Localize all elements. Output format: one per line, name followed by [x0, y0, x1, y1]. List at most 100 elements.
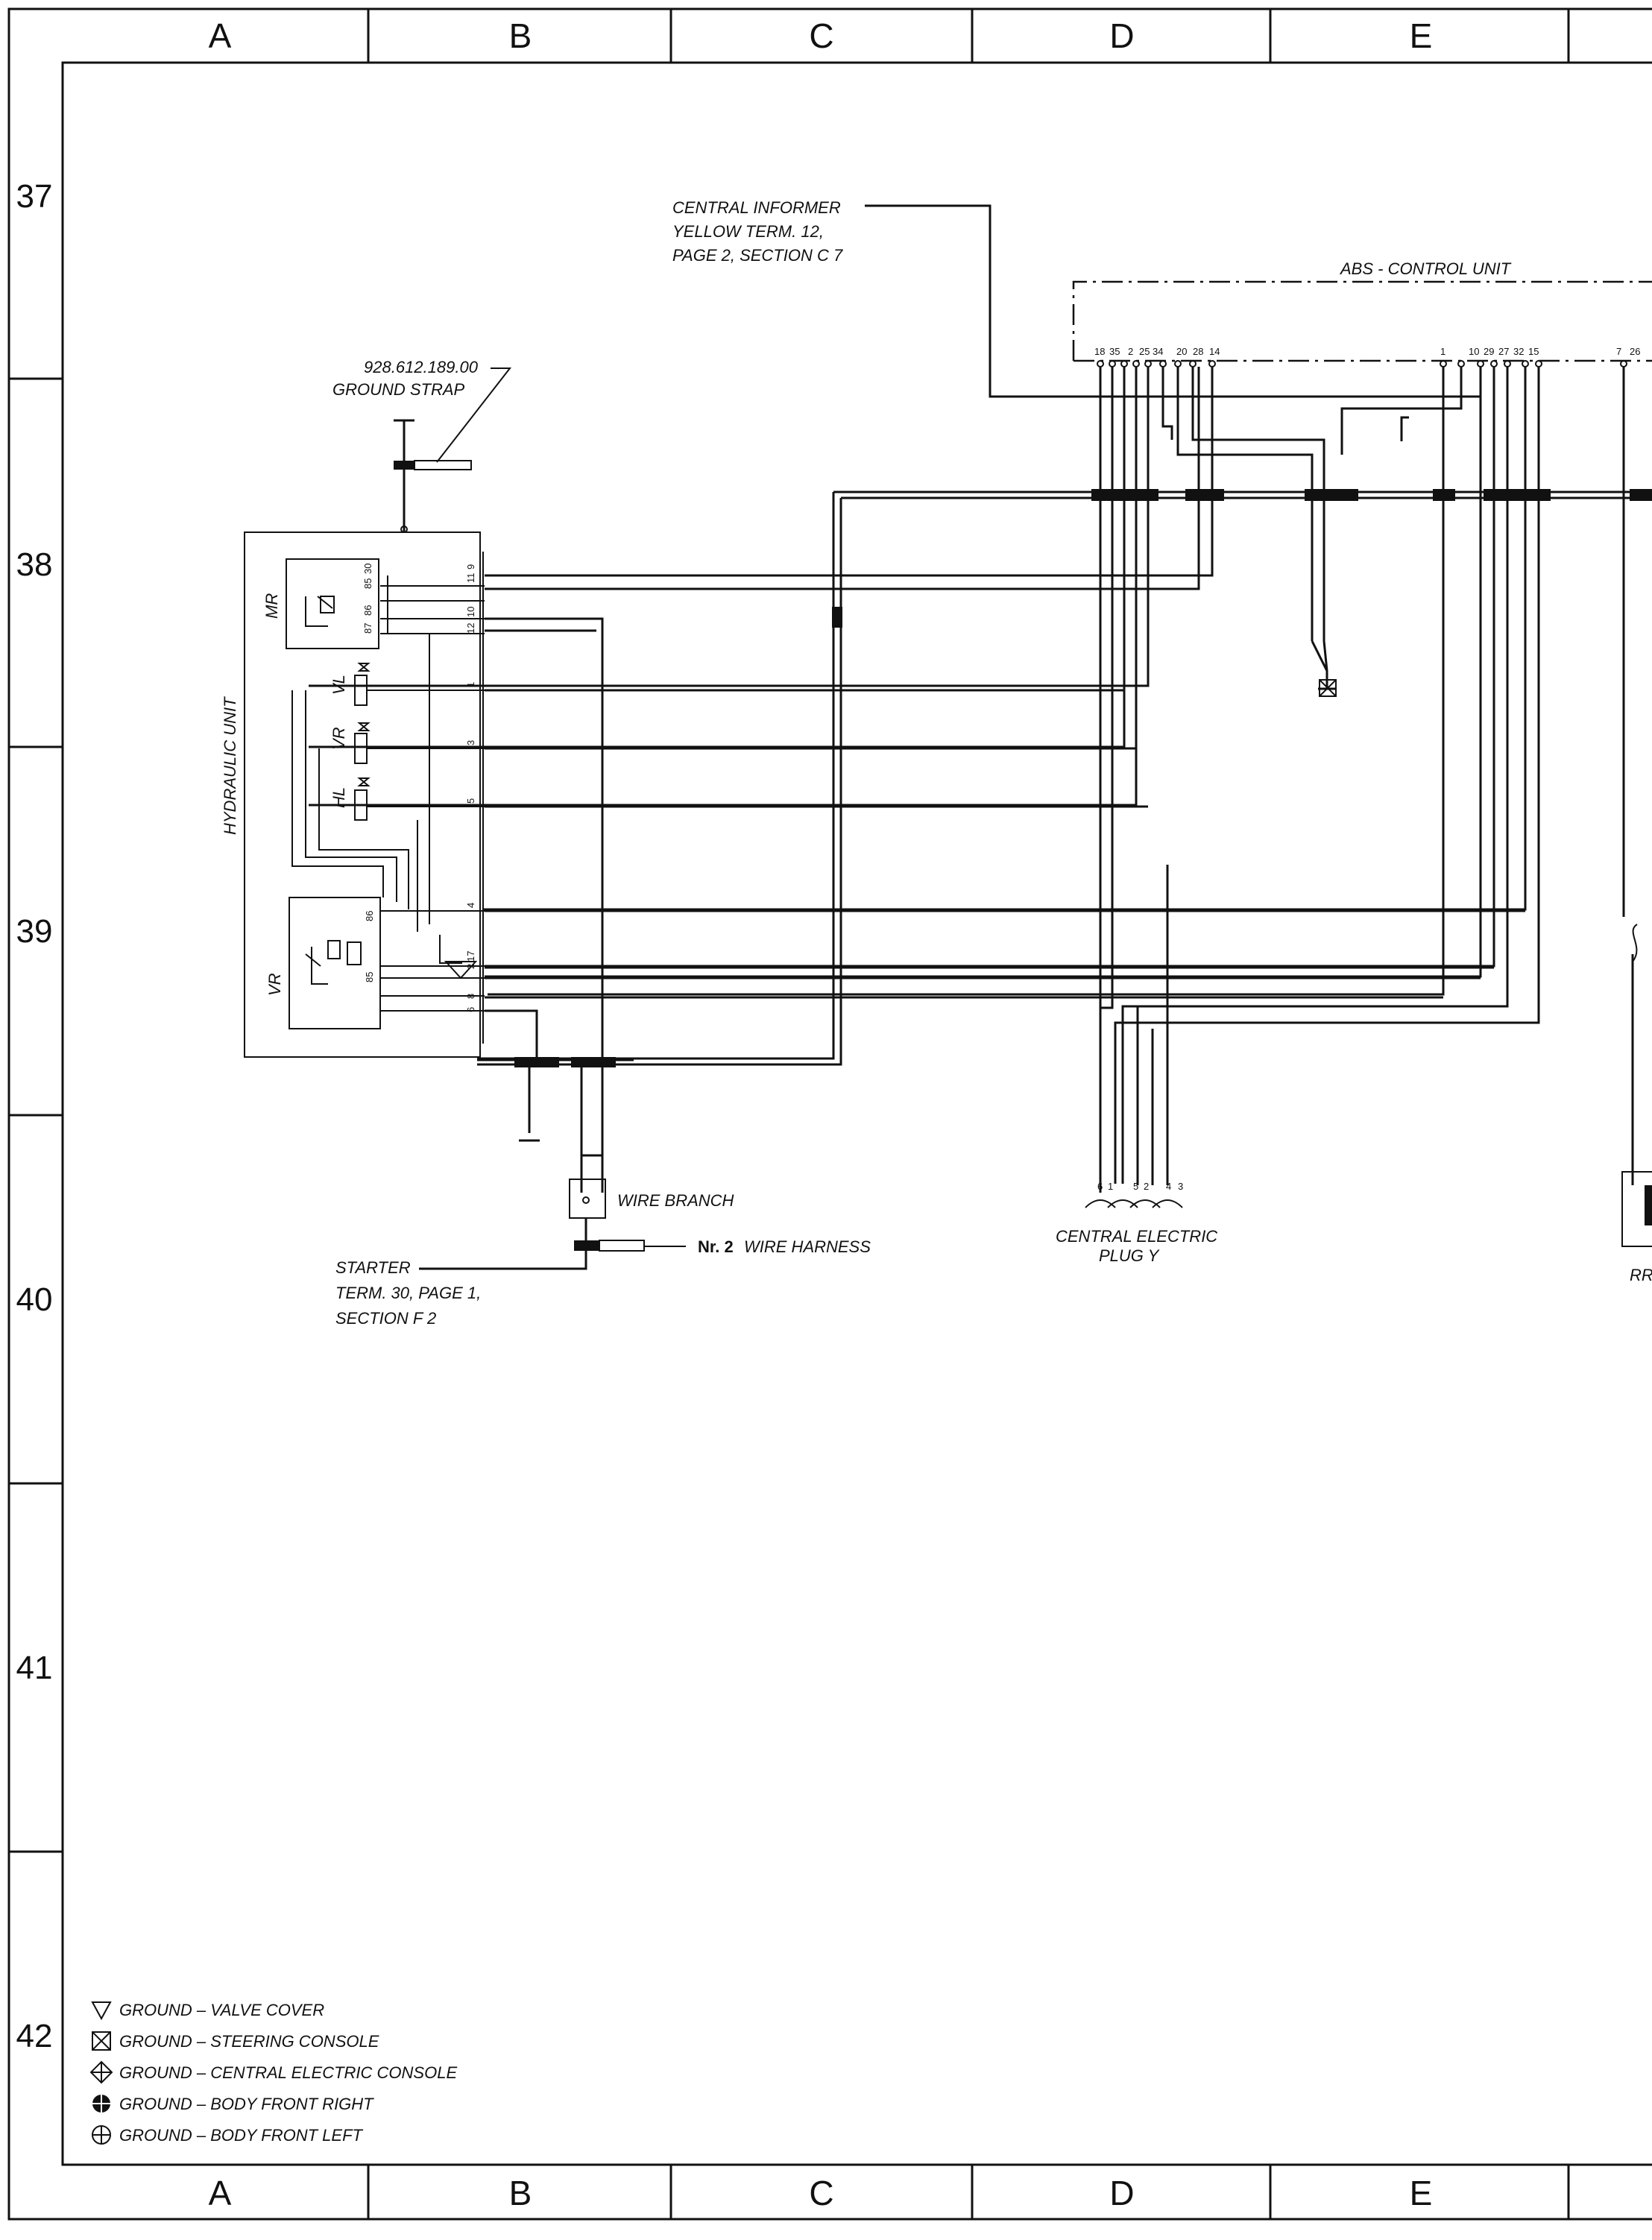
central-electric-plug-label-1: CENTRAL ELECTRIC [1056, 1227, 1217, 1246]
abs-control-unit: ABS - CONTROL UNIT 18 35 2 25 34 20 28 1… [1072, 259, 1652, 367]
abs-pin-label: 32 [1513, 346, 1524, 357]
col-label-b: B [509, 16, 532, 55]
central-informer: CENTRAL INFORMER YELLOW TERM. 12, PAGE 2… [672, 198, 1482, 398]
abs-pin-label: 1 [1440, 346, 1446, 357]
starter-label-2: TERM. 30, PAGE 1, [335, 1284, 481, 1302]
rr-label: RR [1630, 1266, 1652, 1284]
hydraulic-pin-label: 3 [465, 740, 476, 745]
star-circle-icon [92, 2095, 110, 2113]
wire-branch-label: WIRE BRANCH [617, 1191, 734, 1210]
hydraulic-output-wires [485, 574, 1525, 1157]
starter: STARTER TERM. 30, PAGE 1, SECTION F 2 [335, 1258, 481, 1328]
hydraulic-pin-label: 17 [465, 951, 476, 962]
hydraulic-pin-label: 10 [465, 607, 476, 617]
abs-pin-label: 34 [1153, 346, 1163, 357]
row-label-38: 38 [16, 546, 53, 583]
plug-pin-label: 5 [1133, 1181, 1138, 1192]
plug-pin-label: 6 [1097, 1181, 1103, 1192]
abs-pin-label: 27 [1498, 346, 1509, 357]
abs-pin-label: 25 [1139, 346, 1150, 357]
central-electric-plug-label-2: PLUG Y [1099, 1246, 1160, 1265]
col-label-b-bottom: B [509, 2174, 532, 2212]
ground-strap-part-number: 928.612.189.00 [364, 358, 479, 376]
abs-pin-label: 26 [1630, 346, 1640, 357]
vr-pin-label: 86 [364, 911, 375, 921]
vr-relay-label: VR [265, 973, 284, 996]
vr-pin-label: 85 [364, 972, 375, 982]
legend-text: GROUND – BODY FRONT LEFT [119, 2126, 364, 2145]
abs-control-unit-label: ABS - CONTROL UNIT [1339, 259, 1512, 278]
lower-branch: WIRE BRANCH Nr. 2 WIRE HARNESS [419, 1057, 871, 1270]
starter-label-1: STARTER [335, 1258, 411, 1277]
steering-console-ground-icon [1319, 679, 1337, 697]
mr-pin-label: 86 [362, 605, 373, 616]
col-label-d-bottom: D [1109, 2174, 1134, 2212]
hydraulic-pin-label: 6 [465, 1007, 476, 1012]
valve-vr-label: VR [330, 727, 348, 750]
legend-text: GROUND – STEERING CONSOLE [119, 2032, 379, 2051]
hydraulic-pin-label: 11 [465, 573, 476, 584]
abs-pin-label: 28 [1193, 346, 1203, 357]
valve-hl-label: HL [330, 787, 348, 808]
ground-strap-label: GROUND STRAP [332, 380, 465, 399]
legend-text: GROUND – CENTRAL ELECTRIC CONSOLE [119, 2063, 457, 2082]
legend-text: GROUND – BODY FRONT RIGHT [119, 2095, 374, 2113]
central-informer-label-3: PAGE 2, SECTION C 7 [672, 246, 843, 265]
valve-vl-label: VL [330, 675, 348, 695]
abs-wire-drops [309, 367, 1337, 1184]
abs-pin-label: 2 [1128, 346, 1133, 357]
circle-plus-icon [92, 2125, 111, 2145]
hydraulic-pin-label: 8 [465, 994, 476, 999]
ground-strap: 928.612.189.00 GROUND STRAP [332, 358, 512, 533]
row-labels: 37 38 39 40 41 42 [16, 178, 53, 2054]
ground-legend: GROUND – VALVE COVER GROUND – STEERING C… [89, 2001, 457, 2145]
abs-pin-label: 10 [1469, 346, 1479, 357]
abs-pin-label: 20 [1176, 346, 1187, 357]
row-label-40: 40 [16, 1281, 53, 1318]
column-labels-top: A B C D E [209, 16, 1433, 55]
abs-pin-label: 14 [1209, 346, 1220, 357]
triangle-icon [91, 2001, 112, 2021]
plug-pin-label: 4 [1166, 1181, 1171, 1192]
drawing-frame [7, 7, 1652, 2221]
mr-relay-label: MR [262, 593, 281, 619]
hydraulic-unit-label: HYDRAULIC UNIT [221, 696, 239, 835]
col-label-a-bottom: A [209, 2174, 232, 2212]
hydraulic-pin-label: 4 [465, 903, 476, 908]
mr-pin-label: 30 [362, 564, 373, 574]
legend-item-steering-console: GROUND – STEERING CONSOLE [92, 2031, 379, 2051]
row-label-39: 39 [16, 913, 53, 950]
col-label-d: D [1109, 16, 1134, 55]
hydraulic-pin-label: 9 [465, 564, 476, 570]
hydraulic-pin-label: 1 [465, 682, 476, 687]
hydraulic-pin-label: 2 [465, 964, 476, 969]
central-electric-plug-y: 6 1 5 2 4 3 CENTRAL ELECTRIC PLUG Y [1056, 865, 1217, 1265]
mr-pin-label: 87 [362, 623, 373, 634]
plug-pin-label: 1 [1108, 1181, 1113, 1192]
plug-pin-label: 2 [1144, 1181, 1149, 1192]
hydraulic-pin-label: 12 [465, 623, 476, 634]
abs-pin-label: 29 [1484, 346, 1494, 357]
col-label-e: E [1410, 16, 1433, 55]
abs-pin-label: 35 [1109, 346, 1120, 357]
hydraulic-pin-label: 5 [465, 798, 476, 804]
row-label-41: 41 [16, 1650, 53, 1686]
hydraulic-unit: HYDRAULIC UNIT MR 85 30 87 86 VL VR HL V… [221, 531, 485, 1058]
wire-harness-number: Nr. 2 [698, 1237, 734, 1256]
diamond-cross-icon [89, 2060, 113, 2084]
row-label-42: 42 [16, 2018, 53, 2054]
abs-pin-label: 15 [1528, 346, 1539, 357]
abs-pin-label: 18 [1094, 346, 1105, 357]
column-labels-bottom: A B C D E [209, 2174, 1433, 2212]
col-label-a: A [209, 16, 232, 55]
abs-pin-label: 7 [1616, 346, 1621, 357]
mr-pin-label: 85 [362, 578, 373, 589]
central-informer-label-2: YELLOW TERM. 12, [672, 222, 824, 241]
central-informer-label-1: CENTRAL INFORMER [672, 198, 841, 217]
rr-component: RR [1621, 1171, 1652, 1284]
legend-item-body-front-right: GROUND – BODY FRONT RIGHT [92, 2095, 374, 2113]
col-label-e-bottom: E [1410, 2174, 1433, 2212]
abs-right-drops [483, 367, 1638, 1185]
col-label-c: C [809, 16, 833, 55]
